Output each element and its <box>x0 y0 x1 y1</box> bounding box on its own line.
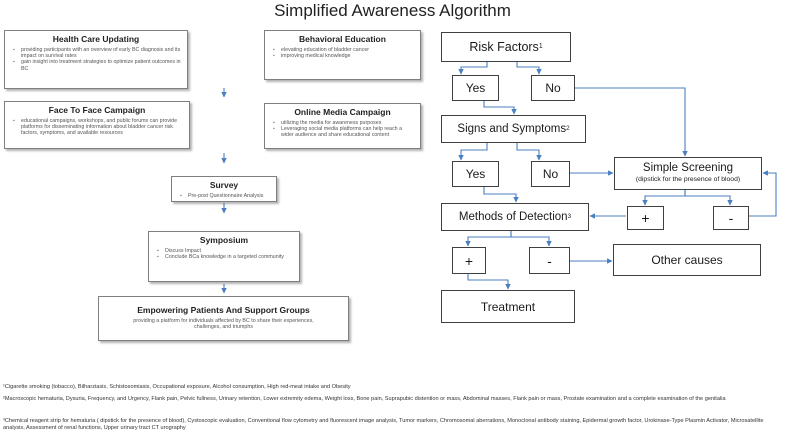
plus-label: + <box>641 210 650 226</box>
minus-box-1: - <box>713 206 749 230</box>
yes-label: Yes <box>465 81 486 95</box>
no-box-1: No <box>531 75 575 101</box>
minus-box-2: - <box>529 247 570 274</box>
diagram-title: Simplified Awareness Algorithm <box>274 1 511 20</box>
card-bullet: educational campaigns, workshops, and pu… <box>13 118 183 137</box>
arrow-minus-screening <box>749 170 777 217</box>
other-causes-label: Other causes <box>651 253 723 267</box>
arrow-no-screening <box>575 87 688 157</box>
treatment-label: Treatment <box>480 299 536 314</box>
plus-box-1: + <box>627 206 664 230</box>
card-heading: Survey <box>209 180 239 190</box>
arrow-screen-plus <box>642 190 686 206</box>
online-media-campaign-card: Online Media Campaign utilizing the medi… <box>264 103 421 149</box>
card-bullet: providing participants with an overview … <box>13 47 181 59</box>
card-bullet: providing a platform for individuals aff… <box>133 318 314 331</box>
survey-card: Survey Pre-post Questionnaire Analysis <box>171 176 277 202</box>
card-heading: Online Media Campaign <box>294 107 391 117</box>
arrow-yes-signs <box>483 101 517 115</box>
footnote-1: ¹Cigarette smoking (tobacco), Bilharzias… <box>3 384 351 390</box>
simple-screening-box: Simple Screening (dipstick for the prese… <box>614 157 762 190</box>
health-care-updating-card: Health Care Updating providing participa… <box>4 30 188 89</box>
card-bullet: Leveraging social media platforms can he… <box>273 126 414 138</box>
arrow-methods-minus <box>510 231 552 247</box>
arrow-plus-treatment <box>467 274 511 290</box>
methods-detection-label: Methods of Detection <box>458 211 568 223</box>
no-label: No <box>542 167 559 181</box>
arrow-screen-minus <box>684 190 733 206</box>
no-box-2: No <box>531 161 570 187</box>
minus-label: - <box>547 252 552 269</box>
arrow-methods-plus <box>465 231 512 247</box>
yes-box-1: Yes <box>452 75 499 101</box>
card-heading: Empowering Patients And Support Groups <box>137 305 310 315</box>
card-bullet: improving medical knowledge <box>273 53 414 59</box>
behavioral-education-card: Behavioral Education elevating education… <box>264 30 421 80</box>
yes-label: Yes <box>465 167 486 181</box>
arrow-risk-no <box>516 62 542 75</box>
risk-factors-label: Risk Factors <box>469 40 539 54</box>
empowering-patients-card: Empowering Patients And Support Groups p… <box>98 296 349 341</box>
footnote-3: ³Chemical reagent strip for hematuria ( … <box>3 418 764 432</box>
treatment-box: Treatment <box>441 290 575 323</box>
yes-box-2: Yes <box>452 161 499 187</box>
other-causes-box: Other causes <box>613 244 761 276</box>
minus-label: - <box>728 210 734 226</box>
card-bullet: utilizing the media for awareness purpos… <box>273 120 414 126</box>
card-bullet: elevating education of bladder cancer <box>273 47 414 53</box>
footnote-2: ²Macroscopic hematuria, Dysuria, Frequen… <box>3 396 726 402</box>
signs-symptoms-label: Signs and Symptoms <box>457 123 567 135</box>
card-bullet: Discuss Impact <box>157 248 293 254</box>
plus-label: + <box>464 252 474 269</box>
simple-screening-sublabel: (dipstick for the presence of blood) <box>635 175 741 183</box>
card-bullet: gain insight into treatment strategies t… <box>13 59 181 71</box>
plus-box-2: + <box>452 247 486 274</box>
card-bullet: Conclude BCa knowledge in a targeted com… <box>157 254 293 260</box>
simple-screening-label: Simple Screening <box>642 162 734 175</box>
card-heading: Face To Face Campaign <box>48 105 146 115</box>
card-heading: Health Care Updating <box>52 34 140 44</box>
arrow-risk-yes <box>458 62 488 75</box>
card-heading: Behavioral Education <box>299 34 386 44</box>
symposium-card: Symposium Discuss Impact Conclude BCa kn… <box>148 231 300 282</box>
arrow-signs-no <box>516 143 542 161</box>
face-to-face-campaign-card: Face To Face Campaign educational campai… <box>4 101 190 149</box>
arrow-signs-yes <box>458 143 488 161</box>
card-heading: Symposium <box>199 235 249 245</box>
card-bullet: Pre-post Questionnaire Analysis <box>180 193 270 199</box>
no-label: No <box>545 81 561 95</box>
arrow-yes-methods <box>483 187 519 203</box>
